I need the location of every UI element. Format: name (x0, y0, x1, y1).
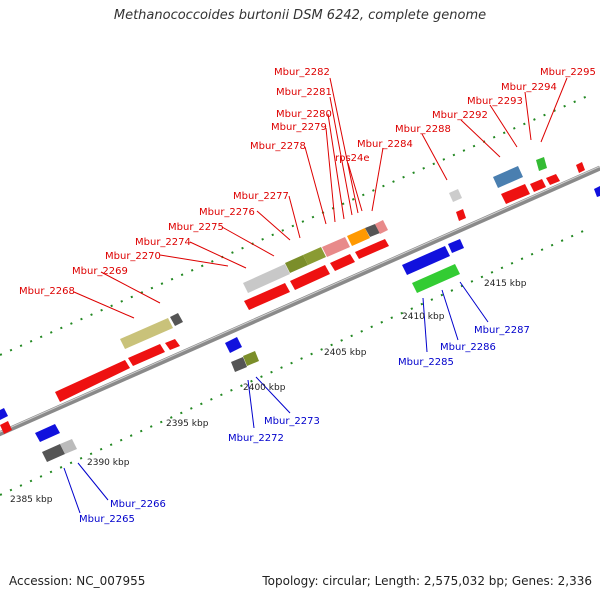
gene-block[interactable] (170, 313, 183, 326)
gene-label-mbur-2269[interactable]: Mbur_2269 (72, 266, 128, 277)
scale-label: 2395 kbp (166, 419, 209, 429)
gene-label-mbur-2288[interactable]: Mbur_2288 (395, 124, 451, 135)
scale-label: 2385 kbp (10, 495, 53, 505)
gene-block[interactable] (347, 228, 370, 246)
gene-block[interactable] (493, 166, 523, 188)
gene-block[interactable] (42, 444, 65, 462)
scale-label: 2415 kbp (484, 279, 527, 289)
gene-block[interactable] (35, 424, 60, 442)
tick-rows (0, 94, 591, 496)
gene-block[interactable] (530, 179, 546, 192)
gene-label-mbur-2285[interactable]: Mbur_2285 (398, 357, 454, 368)
gene-block[interactable] (355, 239, 389, 259)
gene-label-mbur-2281[interactable]: Mbur_2281 (276, 87, 332, 98)
gene-label-mbur-2268[interactable]: Mbur_2268 (19, 286, 75, 297)
gene-label-mbur-2276[interactable]: Mbur_2276 (199, 207, 255, 218)
gene-block[interactable] (594, 186, 600, 197)
forward-leader-lines (73, 77, 568, 319)
gene-block[interactable] (456, 209, 466, 221)
gene-label-mbur-2287[interactable]: Mbur_2287 (474, 325, 530, 336)
reverse-gene-blocks (0, 186, 600, 462)
gene-block[interactable] (290, 265, 330, 290)
gene-block[interactable] (322, 237, 350, 257)
gene-label-mbur-2284[interactable]: Mbur_2284 (357, 139, 413, 150)
scale-label: 2405 kbp (324, 348, 367, 358)
gene-block[interactable] (243, 351, 259, 366)
gene-label-mbur-2277[interactable]: Mbur_2277 (233, 191, 289, 202)
gene-block[interactable] (285, 255, 308, 273)
gene-label-mbur-2274[interactable]: Mbur_2274 (135, 237, 191, 248)
gene-block[interactable] (120, 318, 173, 349)
gene-label-mbur-2273[interactable]: Mbur_2273 (264, 416, 320, 427)
gene-block[interactable] (0, 421, 12, 434)
gene-block[interactable] (402, 246, 450, 275)
reverse-leader-lines (63, 281, 489, 514)
genome-summary-text: Topology: circular; Length: 2,575,032 bp… (262, 574, 592, 588)
gene-label-rps24e[interactable]: rps24e (335, 153, 370, 164)
gene-block[interactable] (225, 337, 242, 353)
gene-label-mbur-2293[interactable]: Mbur_2293 (467, 96, 523, 107)
gene-label-mbur-2270[interactable]: Mbur_2270 (105, 251, 161, 262)
genome-backbone-highlight (0, 166, 600, 433)
gene-label-mbur-2294[interactable]: Mbur_2294 (501, 82, 557, 93)
gene-block[interactable] (165, 339, 180, 350)
gene-label-mbur-2282[interactable]: Mbur_2282 (274, 67, 330, 78)
gene-label-mbur-2292[interactable]: Mbur_2292 (432, 110, 488, 121)
gene-label-mbur-2279[interactable]: Mbur_2279 (271, 122, 327, 133)
gene-label-mbur-2278[interactable]: Mbur_2278 (250, 141, 306, 152)
gene-label-mbur-2272[interactable]: Mbur_2272 (228, 433, 284, 444)
reverse-gene-labels: Mbur_2265 Mbur_2266 Mbur_2272 Mbur_2273 … (79, 325, 530, 525)
scale-labels: 2385 kbp 2390 kbp 2395 kbp 2400 kbp 2405… (10, 279, 527, 505)
gene-block[interactable] (55, 360, 130, 402)
gene-block[interactable] (330, 254, 355, 271)
scale-label: 2410 kbp (402, 312, 445, 322)
gene-block[interactable] (0, 408, 8, 420)
gene-label-mbur-2266[interactable]: Mbur_2266 (110, 499, 166, 510)
gene-label-mbur-2280[interactable]: Mbur_2280 (276, 109, 332, 120)
map-title: Methanococcoides burtonii DSM 6242, comp… (113, 8, 487, 23)
gene-block[interactable] (546, 174, 560, 185)
gene-block[interactable] (231, 357, 247, 372)
scale-label: 2390 kbp (87, 458, 130, 468)
scale-label: 2400 kbp (243, 383, 286, 393)
gene-block[interactable] (536, 157, 547, 171)
forward-gene-blocks (0, 157, 585, 434)
gene-block[interactable] (128, 344, 165, 366)
gene-label-mbur-2265[interactable]: Mbur_2265 (79, 514, 135, 525)
gene-block[interactable] (576, 162, 585, 173)
gene-block[interactable] (501, 184, 530, 204)
forward-gene-labels: Mbur_2268 Mbur_2269 Mbur_2270 Mbur_2274 … (19, 67, 596, 297)
upper-tick-row (0, 94, 591, 356)
gene-label-mbur-2295[interactable]: Mbur_2295 (540, 67, 596, 78)
lower-tick-row (0, 227, 591, 496)
gene-label-mbur-2275[interactable]: Mbur_2275 (168, 222, 224, 233)
gene-block[interactable] (412, 264, 460, 293)
gene-label-mbur-2286[interactable]: Mbur_2286 (440, 342, 496, 353)
gene-block[interactable] (243, 264, 290, 293)
gene-block[interactable] (449, 189, 462, 202)
gene-block[interactable] (303, 247, 326, 265)
gene-block[interactable] (375, 220, 388, 234)
accession-text: Accession: NC_007955 (9, 574, 146, 588)
gene-block[interactable] (448, 239, 464, 253)
gene-block[interactable] (60, 439, 77, 454)
gene-block[interactable] (244, 283, 290, 310)
genome-backbone (0, 165, 600, 437)
gene-block[interactable] (365, 224, 380, 237)
